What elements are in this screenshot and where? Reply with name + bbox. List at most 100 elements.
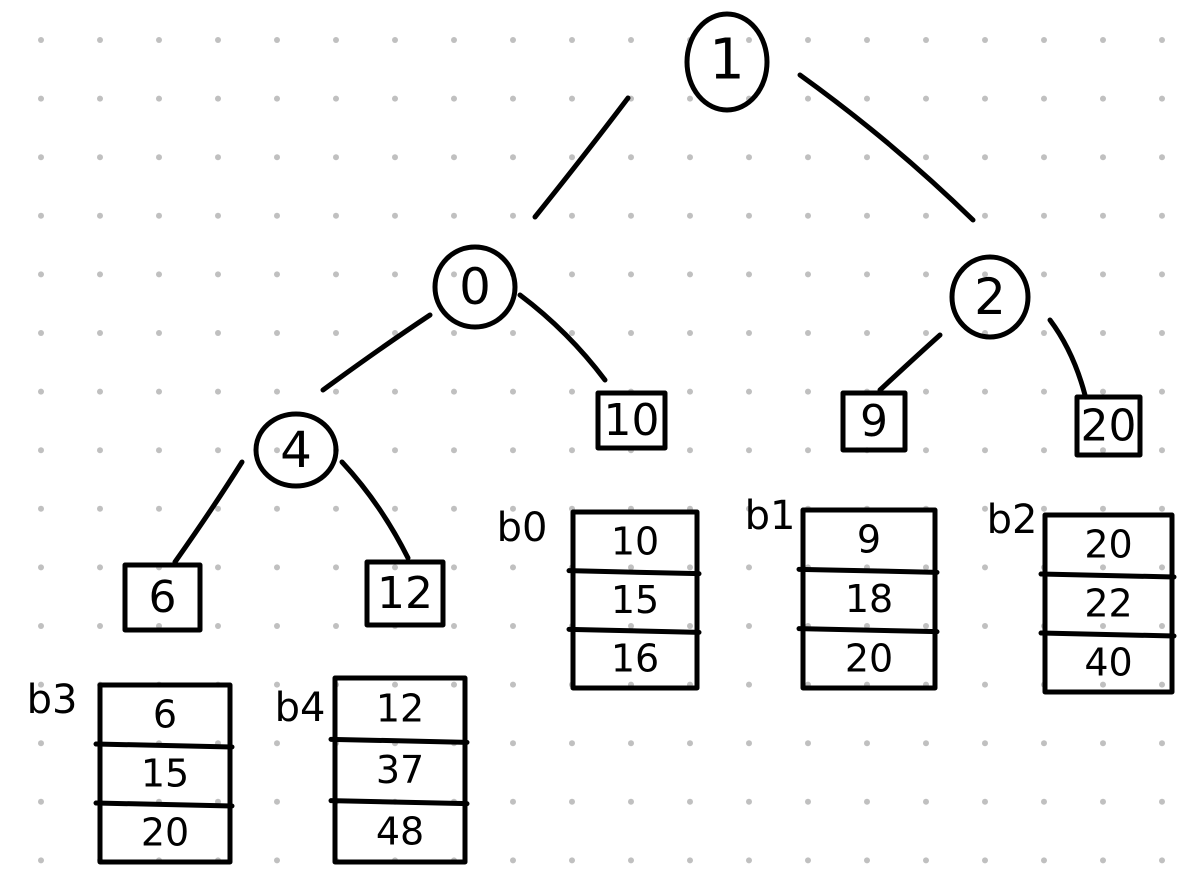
grid-dot [923,564,929,571]
grid-dot [1041,95,1047,102]
leaf-node-label: 20 [1081,401,1137,452]
grid-dot [1159,564,1165,571]
grid-dot [923,857,929,864]
grid-dot [982,212,988,219]
grid-dot [392,154,398,161]
grid-dot [451,95,457,102]
bucket-row-divider [328,798,470,807]
grid-dot [38,623,44,629]
grid-dot [1159,857,1165,864]
bucket-label: b1 [745,493,796,539]
grid-dot [510,330,516,336]
grid-dot [569,37,575,43]
grid-dot [628,564,634,571]
grid-dot [274,447,280,454]
grid-dot [864,37,870,43]
grid-dot [38,681,44,688]
grid-dot [274,857,280,864]
grid-dot [156,37,162,43]
grid-dot [38,798,44,805]
grid-dot [1041,505,1047,512]
bucket-value: 6 [153,693,177,737]
grid-dot [569,95,575,102]
bucket-value: 48 [376,809,424,853]
grid-dot [1041,330,1047,336]
edge-1-2 [797,72,976,223]
grid-dot [628,330,634,336]
grid-dot [333,212,339,219]
grid-dot [274,271,280,278]
grid-dot [1100,330,1106,336]
grid-dot [746,212,752,219]
grid-dot [687,212,693,219]
grid-dot [687,95,693,102]
internal-node-circle [432,244,518,330]
internal-node-circle [253,411,339,489]
edge-0-4 [320,312,433,393]
bucket-value: 22 [1084,582,1132,626]
bucket-value: 20 [1084,523,1132,567]
leaf-node-box [840,390,908,453]
grid-dot [1159,798,1165,805]
grid-dot [864,623,870,629]
grid-dot [510,798,516,805]
bucket-box [800,507,938,691]
grid-dot [628,740,634,747]
grid-dot [392,681,398,688]
grid-dot [38,212,44,219]
grid-dot [1100,212,1106,219]
grid-dot [274,154,280,161]
grid-dot [451,330,457,336]
grid-dot [805,212,811,219]
grid-dot [1041,271,1047,278]
grid-dot [392,447,398,454]
grid-dot [923,95,929,102]
bucket-row-divider [566,568,702,577]
grid-dot [274,37,280,43]
edge-2-9 [877,332,943,393]
grid-dot [97,37,103,43]
grid-dot [215,447,221,454]
grid-dot [1041,154,1047,161]
grid-dot [392,212,398,219]
grid-dot [333,330,339,336]
grid-dot [628,271,634,278]
grid-dot [628,623,634,629]
grid-dot [451,212,457,219]
root-node-label: 1 [709,28,745,93]
grid-dot [1100,681,1106,688]
grid-dot [864,271,870,278]
grid-dot [569,271,575,278]
grid-dot [333,388,339,395]
grid-dot [392,505,398,512]
grid-dot [864,857,870,864]
grid-dot [97,212,103,219]
grid-dot [38,37,44,43]
grid-dot [923,388,929,395]
grid-dot [982,681,988,688]
grid-dot [156,95,162,102]
grid-dot [97,505,103,512]
grid-dot [569,447,575,454]
grid-dot [864,798,870,805]
grid-dot [1100,857,1106,864]
edge-4-12 [339,459,411,561]
grid-dot [569,212,575,219]
grid-dot [38,330,44,336]
root-node: 1 [684,11,770,113]
grid-dot [1100,505,1106,512]
grid-dot [97,330,103,336]
grid-dot [923,447,929,454]
grid-dot [746,388,752,395]
grid-dot [1159,740,1165,747]
grid-dot [628,212,634,219]
grid-dot [333,623,339,629]
grid-dot [687,154,693,161]
internal-node-0: 0 [432,244,518,330]
grid-dot [392,564,398,571]
